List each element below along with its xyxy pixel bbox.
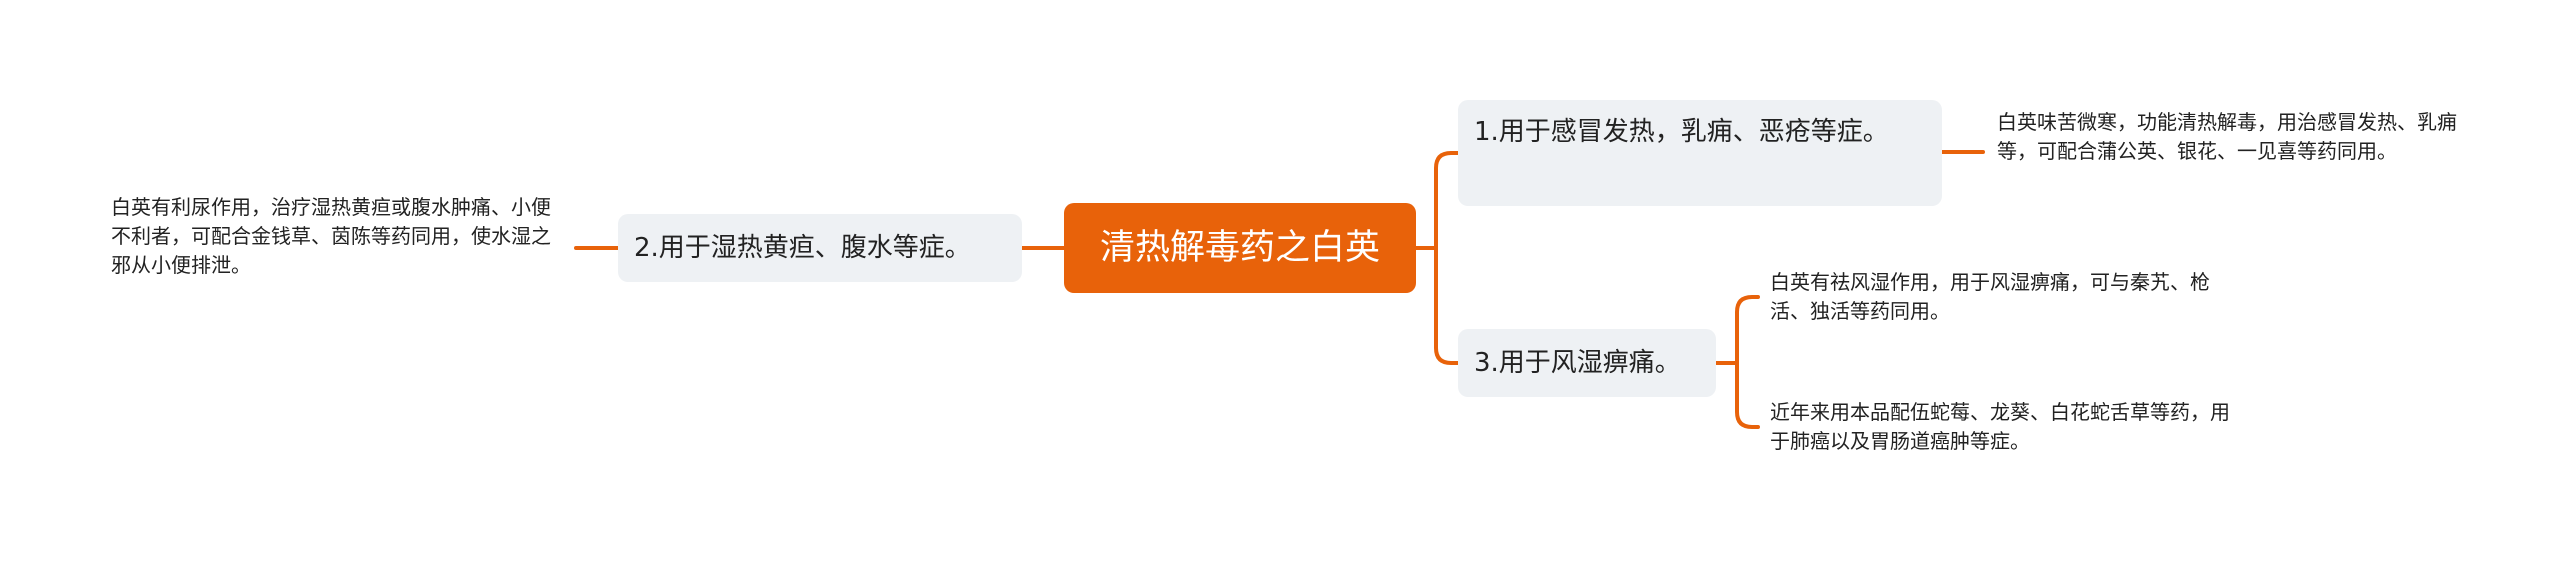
- leaf-node-3b-text: 近年来用本品配伍蛇莓、龙葵、白花蛇舌草等药，用于肺癌以及胃肠道癌肿等症。: [1770, 400, 2230, 453]
- connector-bracket-to-branch-3: [1434, 246, 1460, 365]
- branch-node-1-label: 1.用于感冒发热，乳痈、恶疮等症。: [1474, 117, 1889, 147]
- leaf-node-1-text: 白英味苦微寒，功能清热解毒，用治感冒发热、乳痈等，可配合蒲公英、银花、一见喜等药…: [1997, 110, 2457, 163]
- branch-node-2-label: 2.用于湿热黄疸、腹水等症。: [634, 233, 971, 263]
- connector-bracket-to-leaf-3b: [1735, 361, 1760, 429]
- branch-node-1[interactable]: 1.用于感冒发热，乳痈、恶疮等症。: [1458, 100, 1942, 206]
- leaf-node-2[interactable]: 白英有利尿作用，治疗湿热黄疸或腹水肿痛、小便不利者，可配合金钱草、茵陈等药同用，…: [111, 193, 569, 280]
- branch-node-2[interactable]: 2.用于湿热黄疸、腹水等症。: [618, 214, 1022, 282]
- leaf-node-3b[interactable]: 近年来用本品配伍蛇莓、龙葵、白花蛇舌草等药，用于肺癌以及胃肠道癌肿等症。: [1770, 398, 2240, 456]
- connector-bracket-to-leaf-3a: [1735, 295, 1760, 365]
- leaf-node-2-text: 白英有利尿作用，治疗湿热黄疸或腹水肿痛、小便不利者，可配合金钱草、茵陈等药同用，…: [111, 195, 551, 277]
- root-node[interactable]: 清热解毒药之白英: [1064, 203, 1416, 293]
- leaf-node-3a[interactable]: 白英有祛风湿作用，用于风湿痹痛，可与秦艽、枪活、独活等药同用。: [1770, 268, 2240, 326]
- leaf-node-3a-text: 白英有祛风湿作用，用于风湿痹痛，可与秦艽、枪活、独活等药同用。: [1770, 270, 2210, 323]
- branch-node-3-label: 3.用于风湿痹痛。: [1474, 348, 1681, 378]
- root-node-label: 清热解毒药之白英: [1099, 228, 1380, 268]
- leaf-node-1[interactable]: 白英味苦微寒，功能清热解毒，用治感冒发热、乳痈等，可配合蒲公英、银花、一见喜等药…: [1997, 108, 2467, 166]
- branch-node-3[interactable]: 3.用于风湿痹痛。: [1458, 329, 1716, 397]
- connector-bracket-to-branch-1: [1434, 151, 1460, 250]
